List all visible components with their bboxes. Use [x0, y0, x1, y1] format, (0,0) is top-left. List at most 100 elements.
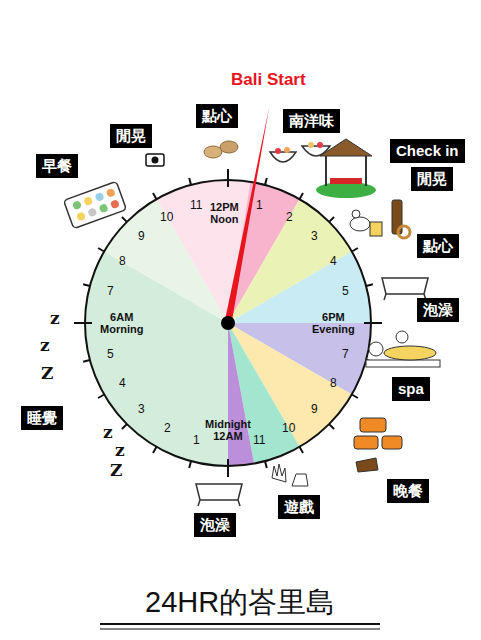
hour-tick	[74, 322, 92, 324]
gazebo-icon	[316, 139, 376, 198]
hour-tick	[352, 395, 358, 399]
spa-person-icon	[366, 331, 440, 367]
clock-number: 8	[330, 377, 337, 390]
clock-period-label: 6AM Morning	[100, 311, 143, 335]
activity-text: 晚餐	[393, 482, 423, 500]
hour-tick	[227, 459, 229, 477]
activity-box: 泡澡	[194, 513, 236, 537]
clock-number: 4	[330, 255, 337, 268]
hour-tick	[189, 178, 191, 185]
activity-text: 泡澡	[200, 516, 230, 534]
clock-number: 11	[253, 434, 265, 447]
hour-tick	[265, 461, 267, 468]
sleep-z: Z	[110, 461, 122, 480]
clock-number: 10	[160, 211, 173, 224]
hour-tick	[300, 447, 304, 453]
hour-tick	[189, 461, 191, 468]
hour-tick	[98, 395, 104, 399]
title-underline	[100, 629, 380, 630]
activity-text: 睡覺	[27, 409, 57, 427]
activity-box: 閒晃	[411, 167, 453, 191]
activity-text: 早餐	[42, 157, 72, 175]
activity-box: 晚餐	[387, 479, 429, 503]
activity-text: Check in	[396, 142, 459, 160]
time-wedge	[85, 252, 228, 467]
hour-tick	[329, 217, 334, 222]
clock-period-label: 12PM Noon	[210, 201, 239, 225]
activity-text: 南洋味	[289, 112, 334, 130]
clock-number: 11	[190, 199, 202, 212]
sleep-z: z	[40, 336, 50, 355]
sleep-z: z	[50, 309, 60, 328]
hour-tick	[122, 217, 127, 222]
hour-tick	[122, 424, 127, 429]
sleep-z: z	[115, 441, 125, 460]
hour-tick	[366, 284, 373, 286]
activity-box: 泡澡	[417, 298, 459, 322]
activity-text: 閒晃	[417, 170, 447, 188]
clock-number: 3	[138, 403, 145, 416]
activity-text: 遊戲	[284, 498, 314, 516]
hour-tick	[153, 193, 157, 199]
activity-box: Check in	[390, 139, 465, 163]
clock-number: 10	[282, 422, 295, 435]
activity-text: spa	[398, 380, 424, 398]
clock-period-label: Midnight 12AM	[205, 418, 251, 442]
diagram-title: 24HR的峇里島	[145, 583, 335, 623]
pot-icon	[354, 418, 402, 472]
bathtub-icon	[382, 278, 428, 300]
sleep-z: Z	[41, 364, 53, 383]
hour-tick	[300, 193, 304, 199]
hour-tick	[98, 248, 104, 252]
clock-number: 1	[193, 434, 200, 447]
hour-tick	[352, 248, 358, 252]
breakfast-plate	[64, 181, 127, 228]
clock-number: 7	[107, 285, 114, 298]
activity-box: 遊戲	[278, 495, 320, 519]
activity-box: 點心	[196, 104, 238, 128]
bathtub-icon	[196, 484, 242, 506]
activity-box: spa	[392, 377, 430, 401]
snack-icon	[350, 200, 410, 238]
sleep-z: z	[103, 423, 113, 442]
start-label: Bali Start	[231, 71, 306, 90]
clock-number: 2	[164, 422, 171, 435]
time-wedge	[228, 323, 254, 466]
hour-tick	[153, 447, 157, 453]
center-dot	[221, 316, 235, 330]
activity-text: 閒晃	[116, 127, 146, 145]
activity-text: 泡澡	[423, 301, 453, 319]
activity-box: 睡覺	[21, 406, 63, 430]
camera-icon	[146, 154, 164, 166]
title-underline	[100, 623, 380, 625]
tick-group	[74, 169, 382, 477]
clock-number: 9	[311, 403, 318, 416]
time-wedge	[228, 252, 371, 324]
activity-box: 閒晃	[110, 124, 152, 148]
activity-box: 早餐	[36, 154, 78, 178]
hour-tick	[329, 424, 334, 429]
clock-ring	[85, 180, 371, 466]
hand-foot-icon	[272, 464, 308, 486]
time-wedge	[104, 199, 228, 323]
clock-period-label: 6PM Evening	[312, 311, 355, 335]
clock-number: 7	[342, 348, 349, 361]
clock-number: 5	[342, 285, 349, 298]
activity-text: 點心	[202, 107, 232, 125]
activity-text: 點心	[423, 237, 453, 255]
clock-number: 8	[119, 255, 126, 268]
hour-tick	[265, 178, 267, 185]
clock-number: 4	[119, 377, 126, 390]
hour-tick	[83, 360, 90, 362]
clock-number: 1	[256, 199, 263, 212]
bowl-icon	[270, 142, 330, 162]
hour-tick	[364, 322, 382, 324]
activity-box: 點心	[417, 234, 459, 258]
bun-icon	[204, 141, 238, 158]
hour-tick	[83, 284, 90, 286]
hour-tick	[227, 169, 229, 187]
activity-box: 南洋味	[283, 109, 340, 133]
clock-number: 3	[311, 230, 318, 243]
clock-number: 5	[107, 348, 114, 361]
